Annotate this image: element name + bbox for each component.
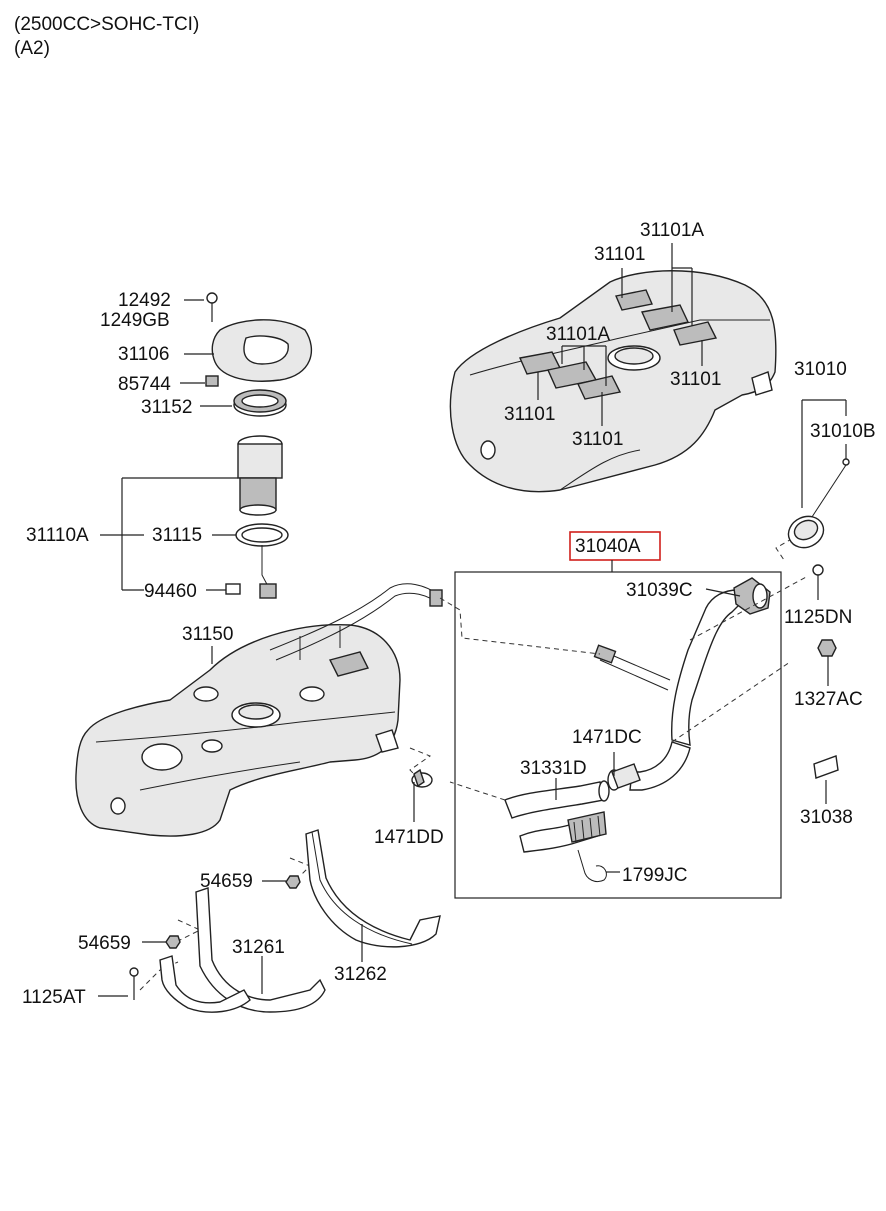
part-label-31040A[interactable]: 31040A: [575, 536, 641, 557]
part-labels: 12492 1249GB 31106 85744 31152 31110A 31…: [22, 220, 876, 1008]
part-label-85744[interactable]: 85744: [118, 374, 171, 395]
part-label-31261[interactable]: 31261: [232, 937, 285, 958]
filler-neck-assembly-illustration: [454, 531, 782, 899]
part-label-31101-a[interactable]: 31101: [594, 244, 645, 265]
part-label-1471DD[interactable]: 1471DD: [374, 827, 444, 848]
part-label-31115[interactable]: 31115: [152, 525, 202, 546]
part-label-1799JC[interactable]: 1799JC: [622, 865, 688, 886]
part-label-31039C[interactable]: 31039C: [626, 580, 693, 601]
part-label-31331D[interactable]: 31331D: [520, 758, 587, 779]
fuel-cap-illustration: [787, 399, 850, 804]
part-label-31152[interactable]: 31152: [141, 397, 192, 418]
part-label-94460[interactable]: 94460: [144, 581, 197, 602]
part-label-1125AT[interactable]: 1125AT: [22, 987, 86, 1008]
part-label-31010[interactable]: 31010: [794, 359, 847, 380]
part-label-31150[interactable]: 31150: [182, 624, 233, 645]
part-label-1249GB[interactable]: 1249GB: [100, 310, 170, 331]
part-label-1471DC[interactable]: 1471DC: [572, 727, 642, 748]
part-label-1327AC[interactable]: 1327AC: [794, 689, 863, 710]
part-label-31106[interactable]: 31106: [118, 344, 169, 365]
part-label-31101-c[interactable]: 31101: [504, 404, 555, 425]
upper-fuel-tank-illustration: [449, 243, 777, 493]
part-label-31101A-top[interactable]: 31101A: [640, 220, 704, 241]
hose-clamp-1471DD-illustration: [411, 768, 433, 822]
header-variant: (A2): [14, 38, 50, 59]
part-label-12492[interactable]: 12492: [118, 290, 171, 311]
part-label-1125DN[interactable]: 1125DN: [784, 607, 852, 628]
highlight-box-31040A: [569, 531, 661, 561]
part-label-54659-b[interactable]: 54659: [78, 933, 131, 954]
main-fuel-tank-illustration: [75, 583, 443, 837]
tank-straps-illustration: [98, 829, 441, 1013]
part-label-31101-b[interactable]: 31101: [670, 369, 721, 390]
part-label-31101A-mid[interactable]: 31101A: [546, 324, 610, 345]
header-engine-spec: (2500CC>SOHC-TCI): [14, 14, 200, 35]
part-label-31262[interactable]: 31262: [334, 964, 387, 985]
part-label-54659-a[interactable]: 54659: [200, 871, 253, 892]
part-label-31101-d[interactable]: 31101: [572, 429, 623, 450]
part-label-31110A[interactable]: 31110A: [26, 525, 89, 546]
part-label-31038[interactable]: 31038: [800, 807, 853, 828]
fuel-pump-assembly-illustration: [100, 292, 313, 599]
part-label-31010B[interactable]: 31010B: [810, 421, 876, 442]
